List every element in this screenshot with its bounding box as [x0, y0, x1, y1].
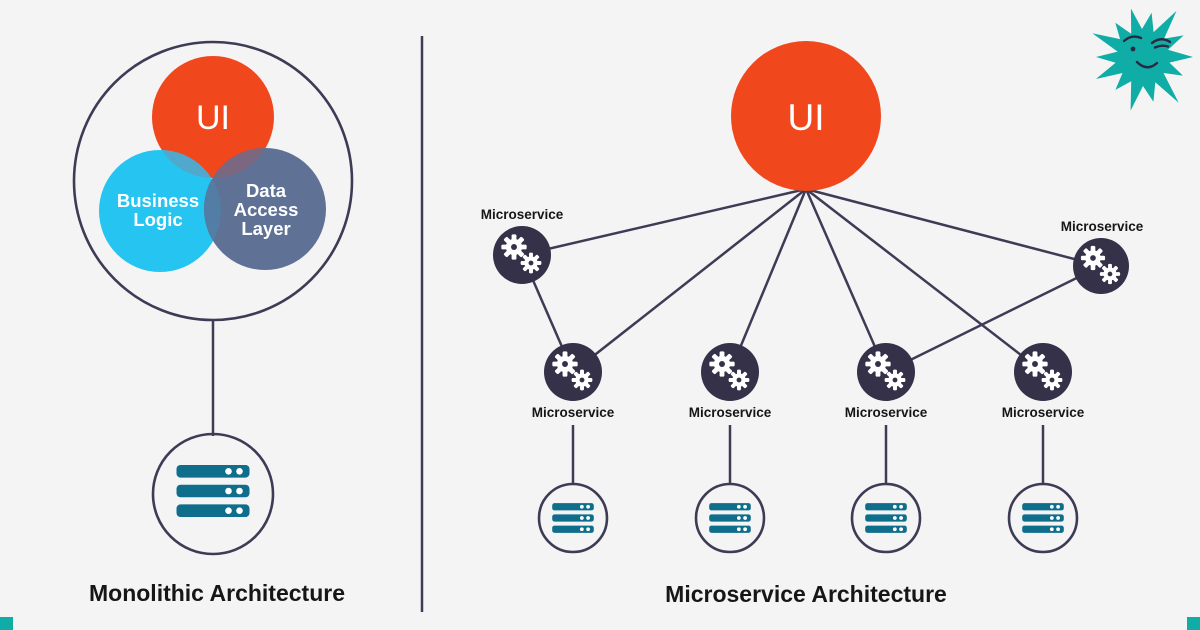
server-stack-icon: [176, 465, 250, 517]
microservice-databases: [537, 482, 1079, 554]
microservice-node-topleft: [493, 226, 551, 284]
monolith-panel: UI Business Logic Data Access Layer Mono…: [72, 40, 354, 606]
microservice-node-mid3: [857, 343, 915, 401]
monolith-container-circle: [72, 40, 354, 322]
edge-ui-to-node-mid2: [728, 188, 808, 373]
database-circle-3: [850, 482, 922, 554]
edge-ui-to-node-topleft: [521, 187, 807, 257]
corner-accent-left: [0, 617, 13, 630]
wink-face: [1122, 35, 1172, 69]
edge-topright-to-mid3: [885, 264, 1102, 374]
microservice-title: Microservice Architecture: [665, 581, 947, 607]
business-logic-label-line2: Logic: [133, 209, 182, 230]
edge-ui-to-node-mid1: [572, 188, 807, 373]
data-access-label-line3: Layer: [241, 218, 290, 239]
starburst-shape: [1092, 8, 1193, 111]
data-access-circle: [204, 148, 326, 270]
server-stack-icon: [552, 503, 594, 533]
data-access-label-line2: Access: [234, 199, 299, 220]
monolith-ui-circle: [152, 56, 274, 178]
business-logic-label-line1: Business: [117, 190, 199, 211]
microservice-ui-label: UI: [788, 97, 825, 138]
server-stack-icon: [865, 503, 907, 533]
edge-ui-to-node-topright: [805, 187, 1102, 268]
edge-ui-to-node-mid4: [805, 188, 1044, 373]
database-circle-1: [537, 482, 609, 554]
microservice-node-mid2: [701, 343, 759, 401]
node-label-mid3: Microservice: [845, 405, 928, 420]
node-label-topright: Microservice: [1061, 219, 1144, 234]
edge-ui-to-node-mid3: [804, 188, 888, 373]
database-circle-4: [1007, 482, 1079, 554]
node-label-mid2: Microservice: [689, 405, 772, 420]
node-label-topleft: Microservice: [481, 207, 564, 222]
monolith-database-circle: [151, 432, 275, 556]
microservice-node-topright: [1073, 238, 1129, 294]
microservice-panel: UI: [481, 41, 1144, 607]
server-stack-icon: [709, 503, 751, 533]
corner-accent-right: [1187, 617, 1200, 630]
node-label-mid4: Microservice: [1002, 405, 1085, 420]
business-logic-circle: [99, 150, 221, 272]
microservice-node-mid4: [1014, 343, 1072, 401]
server-stack-icon: [1022, 503, 1064, 533]
database-circle-2: [694, 482, 766, 554]
node-label-mid1: Microservice: [532, 405, 615, 420]
winking-star-icon: [1092, 8, 1193, 111]
microservice-node-mid1: [544, 343, 602, 401]
connection-lines: [520, 187, 1102, 483]
microservice-ui-circle: [731, 41, 881, 191]
data-access-label-line1: Data: [246, 180, 287, 201]
monolith-ui-label: UI: [196, 99, 230, 137]
monolith-title: Monolithic Architecture: [89, 580, 345, 606]
